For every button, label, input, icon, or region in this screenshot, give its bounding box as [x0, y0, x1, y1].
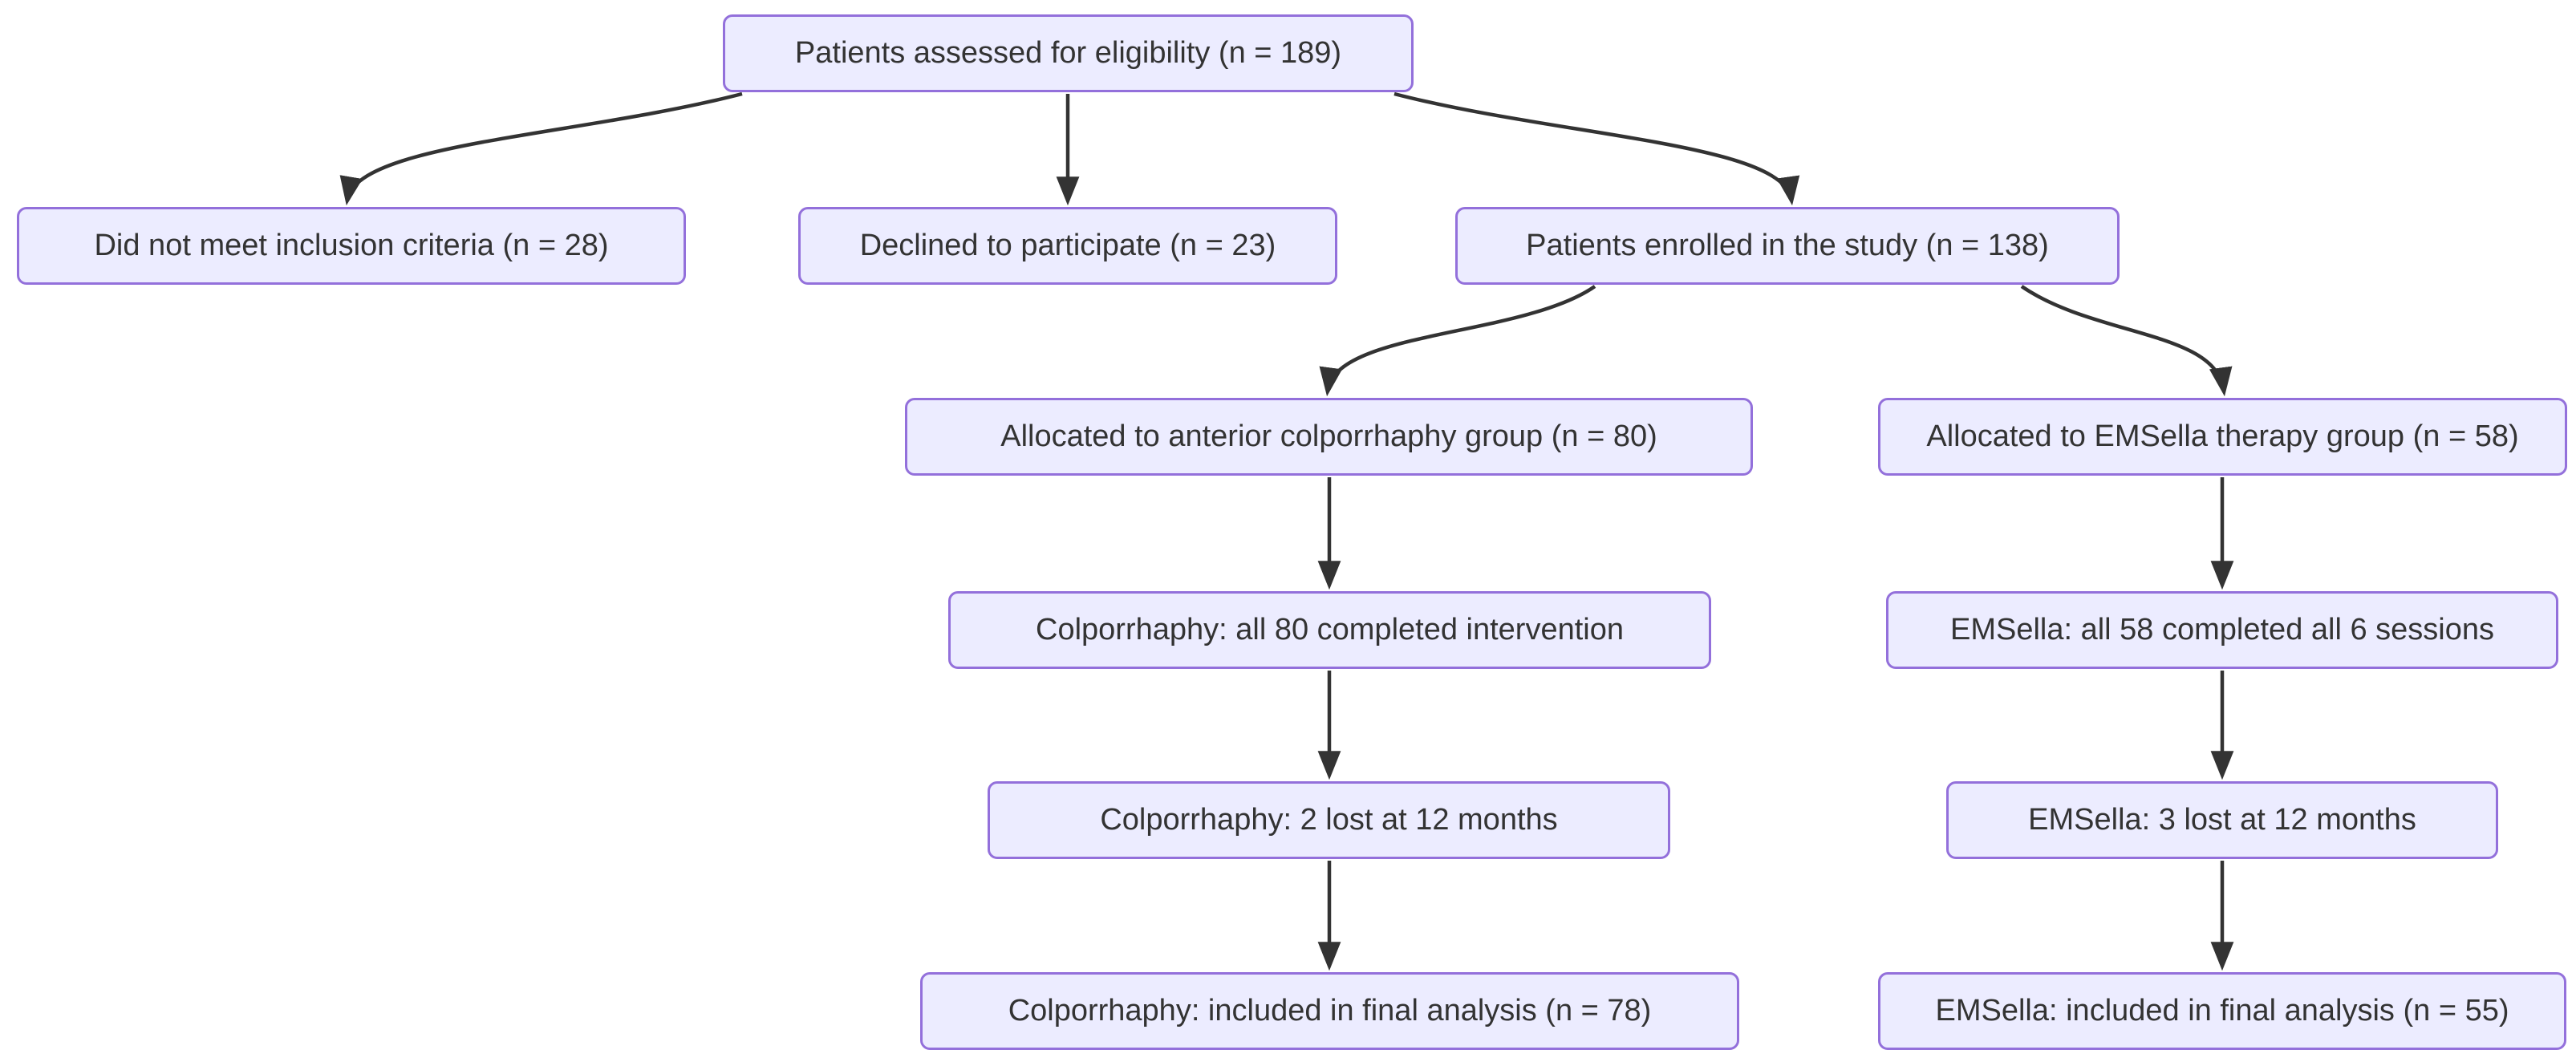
node-colporrhaphy-lost-followup: Colporrhaphy: 2 lost at 12 months	[988, 781, 1670, 859]
node-patients-enrolled: Patients enrolled in the study (n = 138)	[1455, 207, 2120, 285]
edge-enrolled-to-alloc-colporrhaphy	[1319, 285, 1596, 397]
edge-assessed-to-not-eligible	[339, 91, 743, 206]
node-patients-assessed: Patients assessed for eligibility (n = 1…	[723, 14, 1414, 92]
node-colporrhaphy-completed: Colporrhaphy: all 80 completed intervent…	[948, 591, 1711, 669]
node-colporrhaphy-final-analysis: Colporrhaphy: included in final analysis…	[920, 972, 1739, 1050]
edge-enrolled-to-alloc-emsella	[2020, 285, 2233, 397]
node-did-not-meet-criteria: Did not meet inclusion criteria (n = 28)	[17, 207, 686, 285]
node-emsella-completed: EMSella: all 58 completed all 6 sessions	[1886, 591, 2558, 669]
node-emsella-final-analysis: EMSella: included in final analysis (n =…	[1878, 972, 2566, 1050]
edge-assessed-to-enrolled	[1393, 91, 1800, 206]
node-allocated-colporrhaphy: Allocated to anterior colporrhaphy group…	[905, 398, 1753, 476]
node-allocated-emsella: Allocated to EMSella therapy group (n = …	[1878, 398, 2567, 476]
node-declined-to-participate: Declined to participate (n = 23)	[798, 207, 1337, 285]
node-emsella-lost-followup: EMSella: 3 lost at 12 months	[1946, 781, 2498, 859]
